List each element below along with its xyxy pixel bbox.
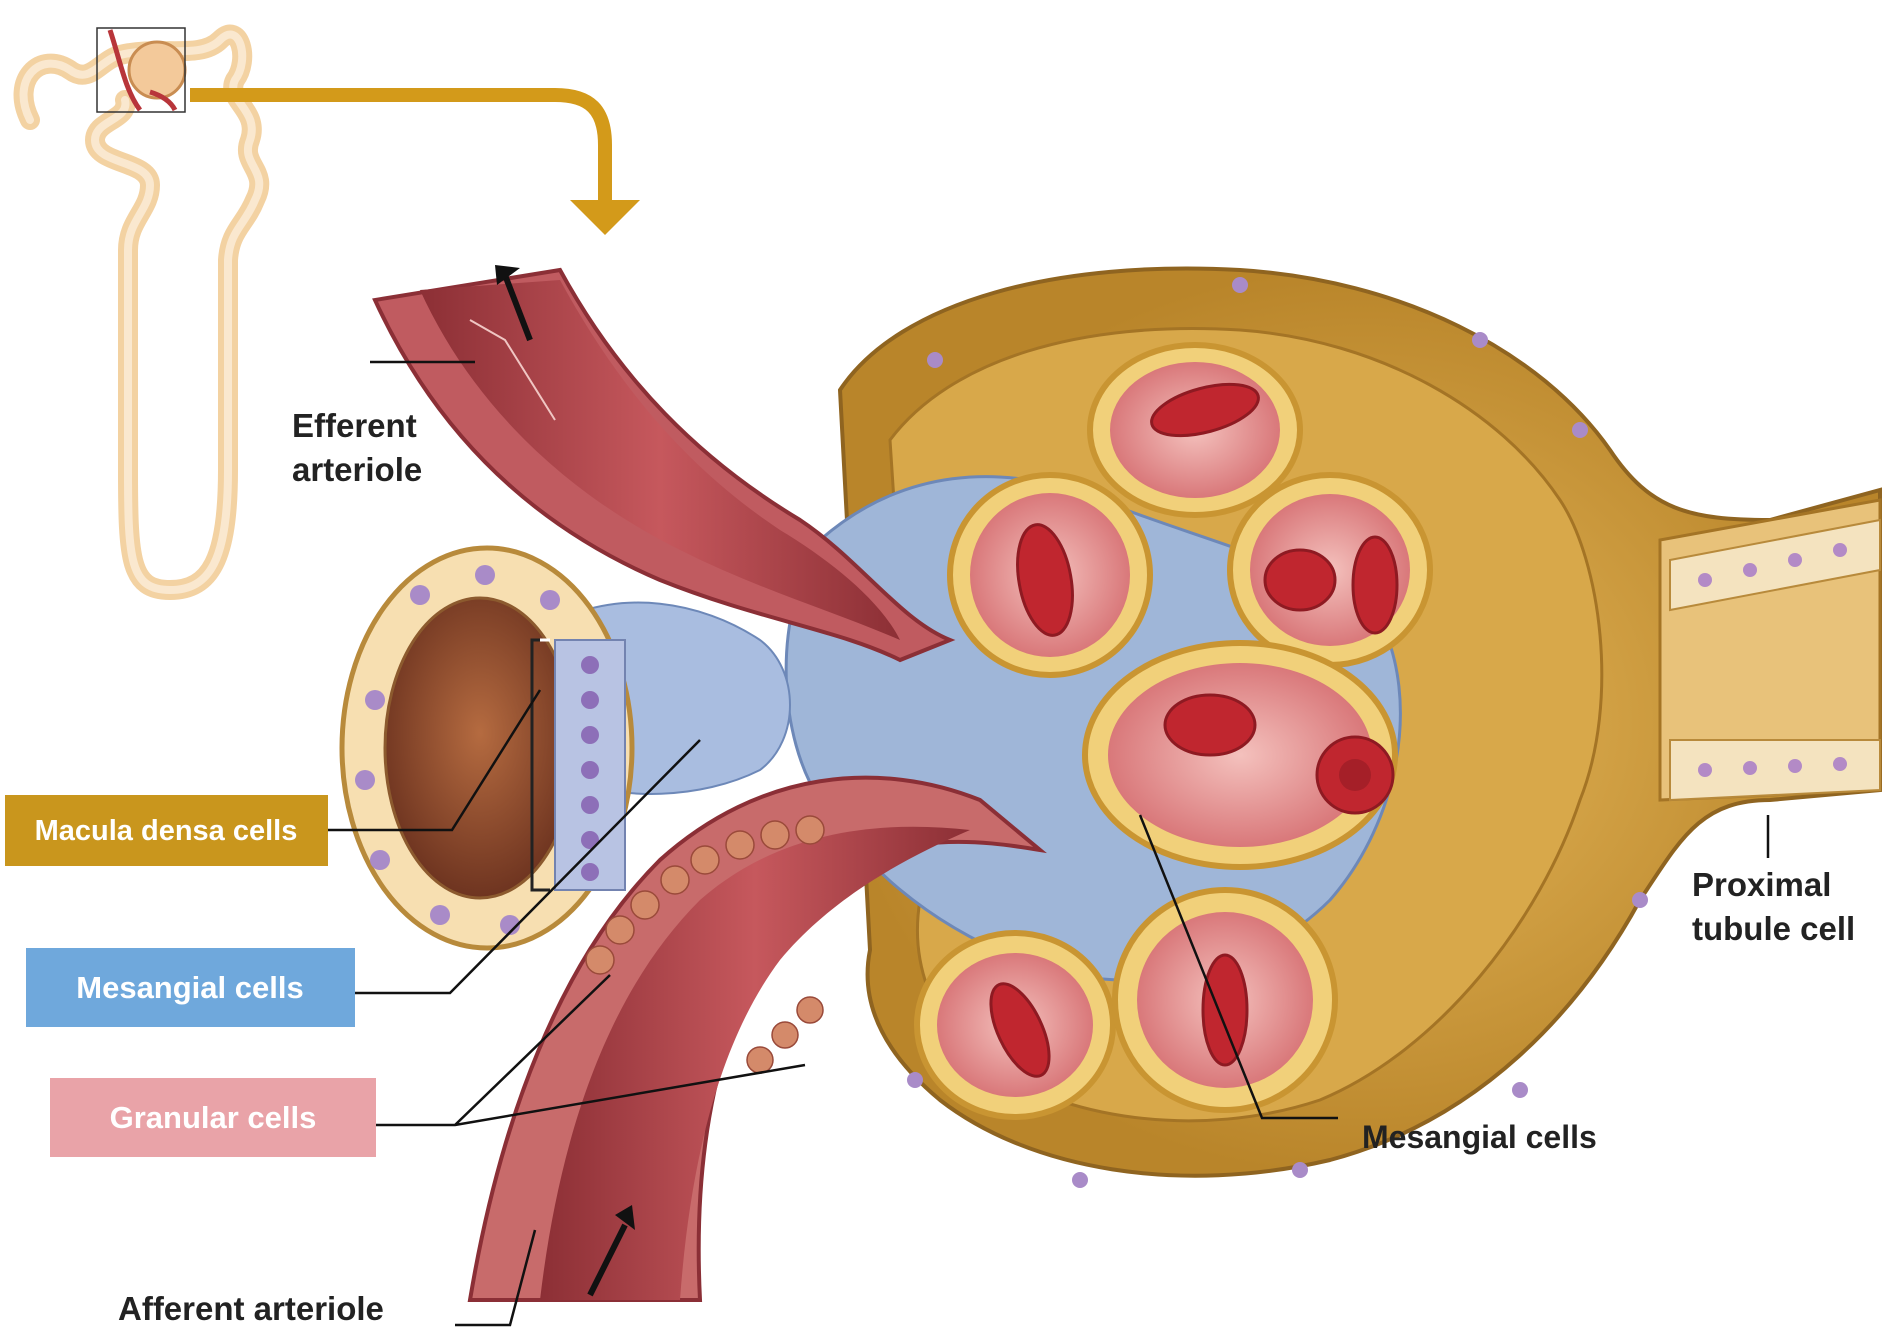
macula-densa-label-box: Macula densa cells <box>5 795 328 866</box>
macula-densa-label: Macula densa cells <box>35 815 298 847</box>
granular-label-box: Granular cells <box>50 1078 376 1157</box>
thumbnail-glomerulus <box>129 42 185 98</box>
mesangial-label-box: Mesangial cells <box>26 948 355 1027</box>
red-blood-cell <box>1203 955 1247 1065</box>
capillary-loop <box>1230 475 1430 665</box>
capillary-loop <box>950 475 1150 675</box>
mesangial-right-label: Mesangial cells <box>1362 1119 1597 1155</box>
distal-tubule <box>342 548 632 948</box>
nephron-thumbnail <box>24 28 260 590</box>
efferent-label-line1: Efferent <box>292 407 417 444</box>
distal-tubule-lumen <box>385 598 575 898</box>
efferent-label-line2: arteriole <box>292 451 422 488</box>
red-blood-cell <box>1165 695 1255 755</box>
capillary-loop <box>1115 890 1335 1110</box>
proximal-label-line1: Proximal <box>1692 866 1831 903</box>
zoom-arrow-head <box>570 200 640 235</box>
granular-label: Granular cells <box>110 1100 317 1135</box>
capillary-loop <box>917 933 1113 1117</box>
afferent-label: Afferent arteriole <box>118 1290 384 1327</box>
red-blood-cell <box>1265 550 1335 610</box>
red-blood-cell <box>1353 537 1397 633</box>
mesangial-left-label: Mesangial cells <box>76 970 303 1005</box>
proximal-label-line2: tubule cell <box>1692 910 1855 947</box>
capillary-loop <box>1085 643 1395 867</box>
capillary-loop <box>1090 345 1300 515</box>
